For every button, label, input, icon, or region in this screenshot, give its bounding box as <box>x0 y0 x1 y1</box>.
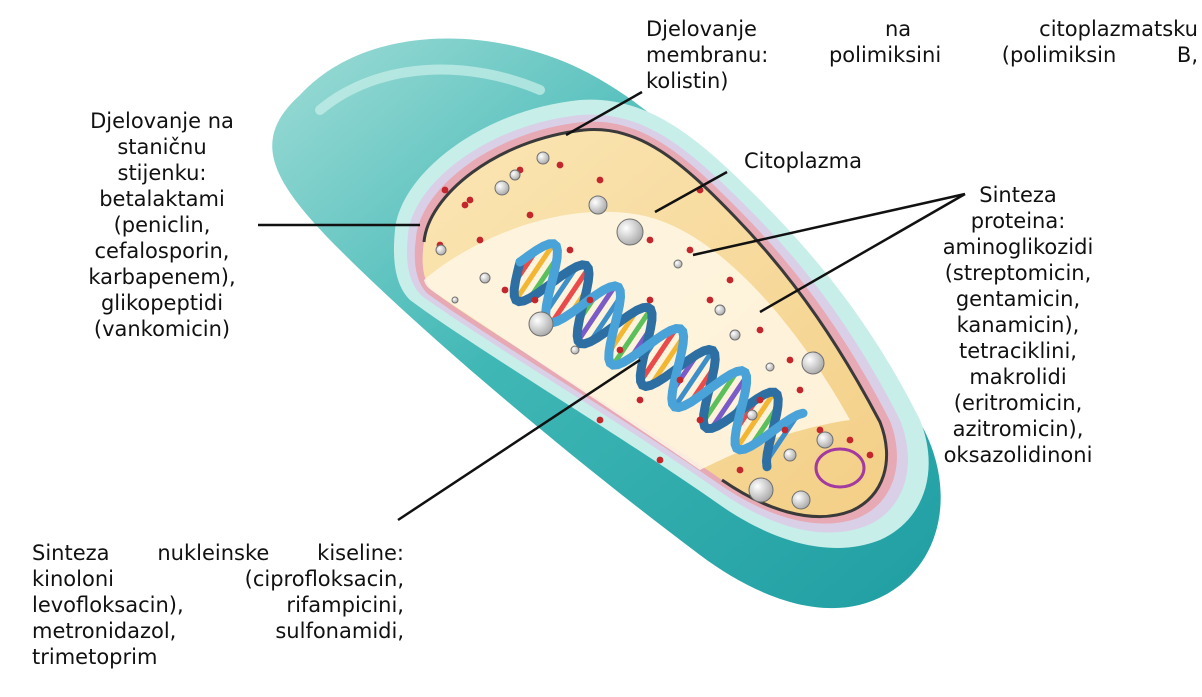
ribosome <box>737 467 744 474</box>
ribosome <box>597 417 604 424</box>
label-line: Djelovanje na citoplazmatsku <box>646 16 1198 42</box>
ribosome <box>567 247 574 254</box>
granule <box>537 152 549 164</box>
granule <box>436 245 446 255</box>
granule <box>674 260 682 268</box>
granule <box>817 432 833 448</box>
ribosome <box>867 452 874 459</box>
ribosome <box>787 357 794 364</box>
ribosome <box>657 457 664 464</box>
label-line: gentamicin, <box>918 286 1118 312</box>
granule <box>730 330 740 340</box>
label-line: (peniclin, <box>42 212 282 238</box>
granule <box>784 449 796 461</box>
ribosome <box>687 247 694 254</box>
label-line: kinoloni (ciprofloksacin, <box>32 566 404 592</box>
label-line: betalaktami <box>42 186 282 212</box>
label-line: Sinteza nukleinske kiseline: <box>32 540 404 566</box>
label-cell-wall: Djelovanje nastaničnustijenku:betalaktam… <box>42 108 282 342</box>
label-line: staničnu <box>42 134 282 160</box>
label-line: kanamicin), <box>918 312 1118 338</box>
ribosome <box>462 202 469 209</box>
ribosome <box>637 397 644 404</box>
label-line: kolistin) <box>646 68 1198 94</box>
granule <box>792 491 810 509</box>
granule <box>452 297 458 303</box>
ribosome <box>502 287 509 294</box>
granule <box>617 219 643 245</box>
label-line: (vankomicin) <box>42 316 282 342</box>
ribosome <box>707 297 714 304</box>
label-line: oksazolidinoni <box>918 442 1118 468</box>
ribosome <box>797 387 804 394</box>
ribosome <box>617 347 624 354</box>
ribosome <box>647 297 654 304</box>
ribosome <box>587 297 594 304</box>
granule <box>480 273 490 283</box>
granule <box>715 305 725 315</box>
ribosome <box>677 377 684 384</box>
ribosome <box>527 212 534 219</box>
granule <box>749 478 773 502</box>
ribosome <box>532 297 539 304</box>
ribosome <box>597 177 604 184</box>
label-line: makrolidi <box>918 364 1118 390</box>
granule <box>495 181 509 195</box>
label-line: Sinteza <box>918 182 1118 208</box>
granule <box>802 352 824 374</box>
label-cytoplasm: Citoplazma <box>744 148 862 174</box>
label-protein-synthesis: Sintezaproteina:aminoglikozidi(streptomi… <box>918 182 1118 468</box>
label-line: cefalosporin, <box>42 238 282 264</box>
ribosome <box>477 237 484 244</box>
granule <box>510 170 520 180</box>
label-line: trimetoprim <box>32 644 404 670</box>
label-nucleic-acid-synthesis: Sinteza nukleinske kiseline:kinoloni (ci… <box>32 540 404 670</box>
label-line: azitromicin), <box>918 416 1118 442</box>
label-line: (streptomicin, <box>918 260 1118 286</box>
granule <box>766 363 774 371</box>
granule <box>747 410 757 420</box>
label-line: aminoglikozidi <box>918 234 1118 260</box>
ribosome <box>467 197 474 204</box>
granule <box>589 196 607 214</box>
ribosome <box>847 437 854 444</box>
label-membrane: Djelovanje na citoplazmatskumembranu: po… <box>646 16 1198 94</box>
ribosome <box>557 162 564 169</box>
label-line: stijenku: <box>42 160 282 186</box>
ribosome <box>757 327 764 334</box>
label-line: (eritromicin, <box>918 390 1118 416</box>
ribosome <box>442 187 449 194</box>
label-line: proteina: <box>918 208 1118 234</box>
label-line: karbapenem), <box>42 264 282 290</box>
label-line: metronidazol, sulfonamidi, <box>32 618 404 644</box>
label-line: glikopeptidi <box>42 290 282 316</box>
ribosome <box>647 237 654 244</box>
ribosome <box>782 427 789 434</box>
ribosome <box>727 277 734 284</box>
label-line: Djelovanje na <box>42 108 282 134</box>
ribosome <box>757 397 764 404</box>
granule <box>571 346 579 354</box>
ribosome <box>697 417 704 424</box>
label-line: levofloksacin), rifampicini, <box>32 592 404 618</box>
label-line: tetraciklini, <box>918 338 1118 364</box>
label-line: membranu: polimiksini (polimiksin B, <box>646 42 1198 68</box>
granule <box>529 312 553 336</box>
